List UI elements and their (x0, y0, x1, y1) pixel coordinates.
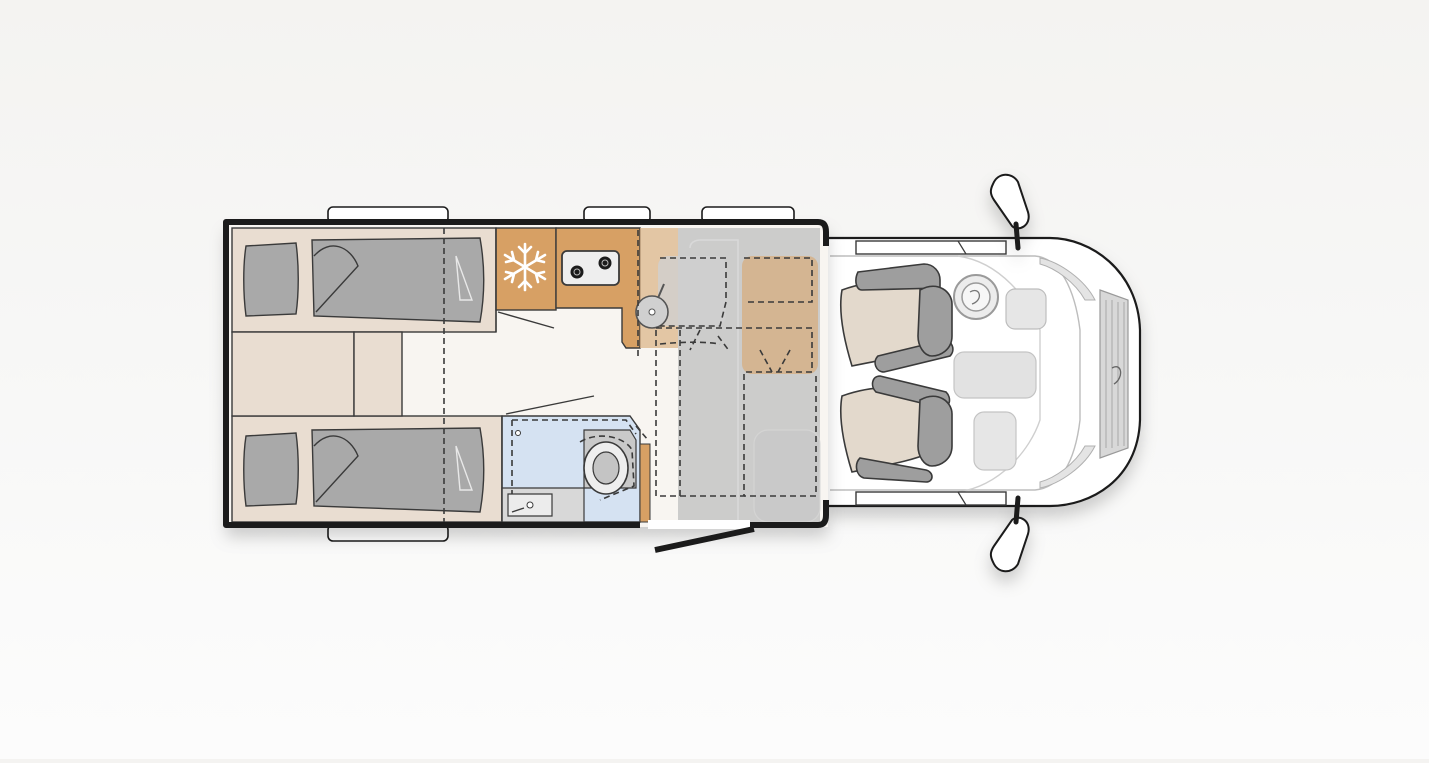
bed-left-bottom (231, 415, 503, 523)
bathroom (501, 415, 651, 523)
passenger-seat (839, 375, 953, 483)
fridge-snowflake-icon (503, 242, 547, 292)
headlight-bottom (1039, 445, 1096, 489)
dash-panel-bottom (973, 411, 1017, 471)
dash-panel-top (1005, 288, 1047, 330)
entrance-door (648, 520, 755, 553)
kitchen-counter (555, 227, 641, 349)
cab-window-top (855, 240, 1007, 255)
cab-details (830, 240, 1129, 506)
sink-icon (635, 283, 669, 329)
headlight-top (1039, 257, 1096, 301)
toilet-icon (583, 441, 629, 495)
fridge (495, 227, 557, 311)
front-grille (1099, 289, 1129, 459)
center-console (953, 351, 1037, 399)
stove-icon (561, 250, 620, 286)
driver-seat (839, 263, 954, 373)
bed-left-top (231, 227, 497, 333)
cab-window-bottom (855, 491, 1007, 506)
bed-extension (231, 331, 403, 417)
pillow (243, 242, 299, 317)
mirror-bottom (989, 495, 1030, 573)
exterior-walls (223, 219, 829, 528)
dinette (635, 228, 821, 523)
pillow (243, 432, 299, 507)
mirror-top (989, 173, 1030, 251)
washbasin (507, 493, 553, 517)
brand-logo-icon (1111, 366, 1122, 385)
steering-wheel-icon (953, 274, 999, 320)
